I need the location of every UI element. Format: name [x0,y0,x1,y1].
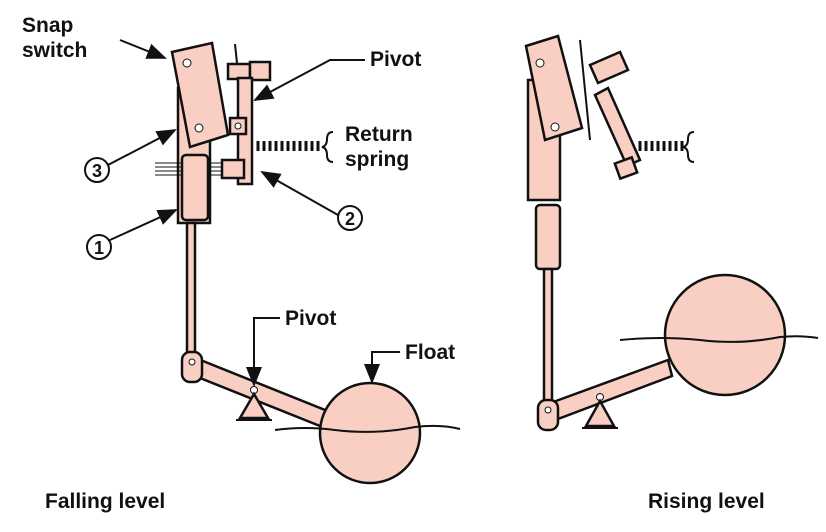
falling-level-mechanism [155,41,461,485]
label-return: Return [345,123,413,146]
water-line [274,424,461,433]
callout-3-circle [84,157,110,183]
label-spring: spring [345,148,409,171]
leader-arrows [107,39,400,387]
callout-1: 1 [94,238,104,258]
callout-3: 3 [92,161,102,181]
rod [185,221,197,360]
magnet-1 [180,153,210,222]
callout-2-circle [337,205,363,231]
callout-2: 2 [345,209,355,229]
label-switch: switch [22,39,87,62]
float-ball [318,381,422,485]
pivot-support [237,391,271,420]
callout-1-circle [86,234,112,260]
label-float: Float [405,341,455,364]
label-pivot-top: Pivot [370,48,421,71]
magnet-2 [220,158,246,180]
label-snap: Snap [22,14,73,37]
label-rising-level: Rising level [648,490,765,513]
label-falling-level: Falling level [45,490,165,513]
snap-switch [170,41,230,149]
label-pivot-bottom: Pivot [285,307,336,330]
rising-level-mechanism [524,34,819,432]
